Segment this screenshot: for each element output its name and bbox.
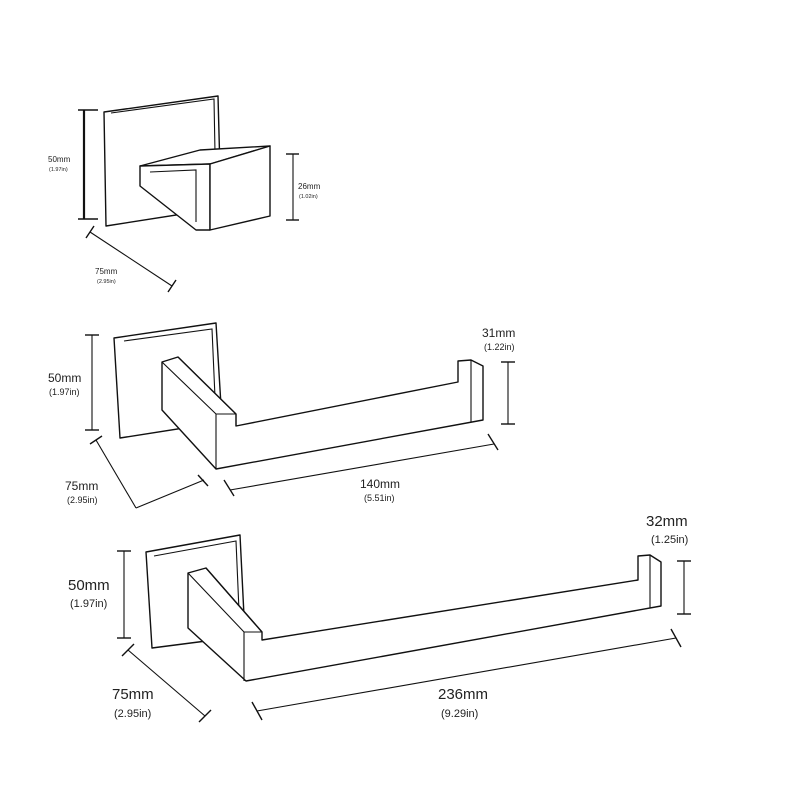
paper-holder-width-in: (2.95in) bbox=[67, 495, 98, 505]
hook-height-in: (1.97in) bbox=[49, 167, 68, 173]
hook-height-mm: 50mm bbox=[48, 155, 71, 164]
paper-holder-width-mm: 75mm bbox=[65, 479, 98, 493]
towel-bar-lip-mm: 32mm bbox=[646, 513, 688, 530]
towel-bar-arm bbox=[187, 554, 662, 682]
towel-bar-width-mm: 75mm bbox=[112, 686, 154, 703]
towel-bar-height-in: (1.97in) bbox=[70, 598, 107, 610]
paper-holder-height-in: (1.97in) bbox=[49, 387, 80, 397]
towel-bar-height-mm: 50mm bbox=[68, 577, 110, 594]
hook-projection-mm: 26mm bbox=[298, 182, 321, 191]
towel-bar-length-dimension bbox=[256, 637, 677, 712]
paper-holder-length-in: (5.51in) bbox=[364, 493, 395, 503]
paper-holder-length-dimension bbox=[229, 443, 495, 491]
hook-width-dimension bbox=[89, 231, 173, 287]
paper-holder-drawing: 50mm (1.97in) 31mm (1.22in) 75mm (2.95in… bbox=[48, 322, 515, 509]
hook-width-mm: 75mm bbox=[95, 267, 118, 276]
paper-holder-height-mm: 50mm bbox=[48, 371, 81, 385]
towel-bar-length-in: (9.29in) bbox=[441, 708, 478, 720]
paper-holder-lip-mm: 31mm bbox=[482, 326, 515, 340]
hook-projection-in: (1.02in) bbox=[299, 194, 318, 200]
paper-holder-width-dimension bbox=[95, 439, 137, 509]
paper-holder-length-mm: 140mm bbox=[360, 477, 400, 491]
hook-arm-side bbox=[139, 163, 211, 231]
robe-hook-drawing: 50mm (1.97in) 26mm (1.02in) 75mm (2.95in… bbox=[48, 95, 321, 293]
hook-width-in: (2.95in) bbox=[97, 279, 116, 285]
towel-bar-drawing: 50mm (1.97in) 32mm (1.25in) 75mm (2.95in… bbox=[68, 513, 691, 723]
paper-holder-lip-in: (1.22in) bbox=[484, 342, 515, 352]
towel-bar-lip-in: (1.25in) bbox=[651, 534, 688, 546]
towel-bar-length-mm: 236mm bbox=[438, 686, 488, 703]
towel-bar-width-in: (2.95in) bbox=[114, 708, 151, 720]
hook-arm-front bbox=[209, 145, 271, 231]
towel-bar-width-dimension bbox=[127, 649, 206, 717]
